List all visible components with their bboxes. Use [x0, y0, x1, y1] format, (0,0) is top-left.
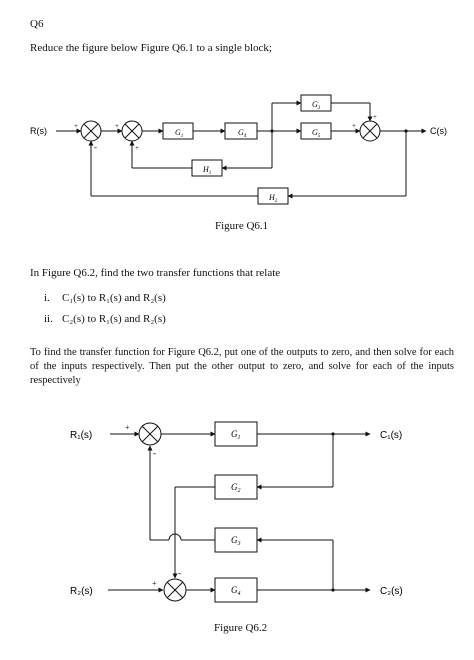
- figure-q6-1-caption: Figure Q6.1: [215, 220, 269, 232]
- fig2-r2-label: R₂(s): [70, 586, 93, 597]
- fig1-g3-label: G3: [312, 100, 321, 111]
- part2-text: In Figure Q6.2, find the two transfer fu…: [30, 267, 281, 279]
- fig1-h2-label: H2: [268, 193, 278, 204]
- fig1-sign: +: [373, 113, 377, 121]
- fig2-sign: -: [153, 448, 156, 458]
- fig1-sign: +: [115, 122, 119, 130]
- fig1-sign: +: [135, 144, 139, 152]
- fig2-c1-label: C₁(s): [380, 430, 402, 441]
- list-item-text: C₂(s) to R₁(s) and R₂(s): [62, 313, 166, 325]
- list-item: ii. C₂(s) to R₁(s) and R₂(s): [44, 313, 166, 325]
- fig1-h1-label: H1: [202, 165, 211, 176]
- fig1-g1-label: G1: [175, 128, 183, 139]
- fig1-sign: -: [94, 142, 97, 152]
- fig2-g3-label: G3: [231, 535, 241, 547]
- instructions-text: To find the transfer function for Figure…: [30, 347, 454, 386]
- question-heading: Q6: [30, 18, 44, 30]
- fig1-input-label: R(s): [30, 126, 47, 136]
- list-item: i. C₁(s) to R₁(s) and R₂(s): [44, 292, 166, 304]
- fig2-block-g4: [214, 577, 258, 603]
- fig2-block-g3: [214, 527, 258, 553]
- list-item-number: ii.: [44, 313, 53, 325]
- fig2-g1-label: G1: [231, 429, 241, 441]
- fig2-r1-label: R₁(s): [70, 430, 92, 441]
- fig1-sign: +: [74, 122, 78, 130]
- fig2-sign: +: [125, 423, 130, 432]
- fig1-output-label: C(s): [430, 126, 447, 136]
- fig2-g2-label: G2: [231, 482, 241, 494]
- fig2-sign: -: [178, 568, 181, 578]
- fig2-sign: +: [152, 579, 157, 588]
- figure-q6-2-caption: Figure Q6.2: [214, 622, 268, 634]
- list-item-text: C₁(s) to R₁(s) and R₂(s): [62, 292, 166, 304]
- list-item-number: i.: [44, 292, 50, 304]
- fig1-g4-label: G4: [238, 128, 247, 139]
- fig1-g5-label: G5: [312, 128, 321, 139]
- fig2-g4-label: G4: [231, 585, 241, 597]
- intro-text: Reduce the figure below Figure Q6.1 to a…: [30, 42, 272, 54]
- fig1-sign: +: [352, 122, 356, 130]
- fig2-c2-label: C₂(s): [380, 586, 403, 597]
- figure-q6-2-diagram: [108, 421, 371, 603]
